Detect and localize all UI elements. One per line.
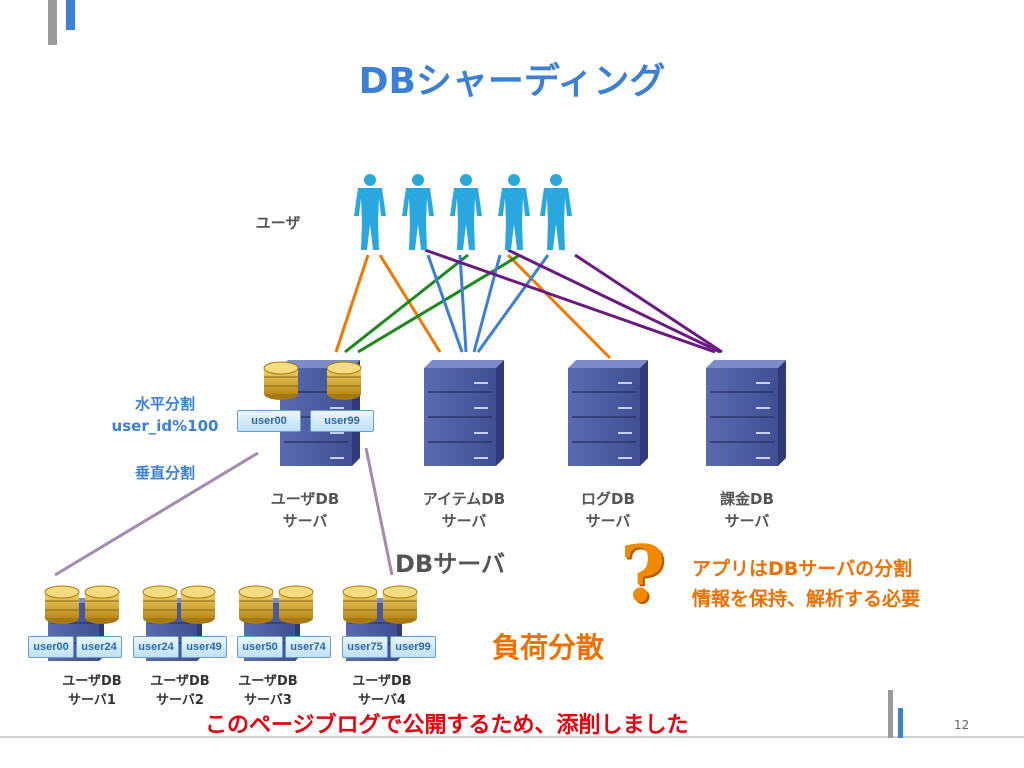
- users-label: ユーザ: [255, 214, 301, 232]
- database-disk-icon: [142, 585, 178, 625]
- range-chip-end: user99: [310, 410, 374, 432]
- shard-label-line2: サーバ1: [68, 693, 116, 708]
- shard-label-4: ユーザDB サーバ4: [338, 672, 426, 710]
- connection-lines: [54, 248, 723, 577]
- server-label-line2: サーバ: [282, 512, 328, 530]
- shard-label-line1: ユーザDB: [150, 674, 210, 689]
- shard-label-line1: ユーザDB: [238, 674, 298, 689]
- footer-accent-bar-gray: [888, 690, 893, 738]
- server-label-user-db: ユーザDB サーバ: [250, 488, 360, 532]
- shard-range-chip: user50: [237, 636, 283, 658]
- shard-key-label: user_id%100: [111, 417, 219, 435]
- footer-note: このページブログで公開するため、添削しました: [205, 713, 689, 738]
- app-note-line1: アプリはDBサーバの分割: [692, 558, 913, 580]
- app-note: アプリはDBサーバの分割 情報を保持、解析する必要: [692, 554, 920, 614]
- slide-accent-bar-blue: [66, 0, 75, 30]
- shard-range-chip: user24: [133, 636, 179, 658]
- log-db-server-icon: [567, 359, 649, 467]
- shard-label-2: ユーザDB サーバ2: [136, 672, 224, 710]
- server-label-item-db: アイテムDB サーバ: [404, 488, 524, 532]
- server-label-line1: ユーザDB: [270, 490, 340, 508]
- shard-range-chip: user49: [181, 636, 227, 658]
- user-person-icon: [354, 174, 386, 250]
- shard-label-line1: ユーザDB: [352, 674, 412, 689]
- database-disk-icon: [238, 585, 274, 625]
- shard-label-1: ユーザDB サーバ1: [48, 672, 136, 710]
- server-label-billing-db: 課金DB サーバ: [692, 488, 802, 532]
- shard-range-chip: user75: [342, 636, 388, 658]
- server-label-line1: 課金DB: [720, 490, 774, 508]
- shard-label-line1: ユーザDB: [62, 674, 122, 689]
- server-label-line1: ログDB: [581, 490, 635, 508]
- vertical-partition-label: 垂直分割: [134, 464, 195, 482]
- item-db-server-icon: [423, 359, 505, 467]
- shard-label-line2: サーバ2: [156, 693, 204, 708]
- page-number: 12: [954, 718, 970, 732]
- database-disk-icon: [342, 585, 378, 625]
- shard-label-line2: サーバ3: [244, 693, 292, 708]
- horizontal-partition-label: 水平分割: [134, 395, 195, 413]
- user-person-icon: [498, 174, 530, 250]
- server-label-log-db: ログDB サーバ: [553, 488, 663, 532]
- slide-accent-bar-gray: [48, 0, 57, 45]
- question-mark-icon: ?: [620, 529, 666, 620]
- shard-label-line2: サーバ4: [358, 693, 406, 708]
- user-person-icon: [450, 174, 482, 250]
- database-disk-icon: [44, 585, 80, 625]
- server-label-line1: アイテムDB: [422, 490, 506, 508]
- shard-range-chip: user00: [28, 636, 74, 658]
- shard-range-chip: user99: [390, 636, 436, 658]
- server-label-line2: サーバ: [724, 512, 770, 530]
- server-label-line2: サーバ: [585, 512, 631, 530]
- database-disk-icon: [84, 585, 120, 625]
- shard-label-3: ユーザDB サーバ3: [224, 672, 312, 710]
- billing-db-server-icon: [705, 359, 787, 467]
- app-note-line2: 情報を保持、解析する必要: [692, 588, 921, 610]
- db-server-caption: DBサーバ: [395, 550, 505, 578]
- shard-range-chip: user74: [285, 636, 331, 658]
- footer-accent-bar-blue: [898, 708, 903, 738]
- database-disk-icon: [382, 585, 418, 625]
- database-disk-icon: [180, 585, 216, 625]
- server-label-line2: サーバ: [441, 512, 487, 530]
- slide-title: DBシャーディング: [358, 61, 666, 102]
- database-disk-icon: [278, 585, 314, 625]
- user-person-icon: [540, 174, 572, 250]
- range-chip-start: user00: [237, 410, 301, 432]
- database-disk-icon: [263, 361, 299, 401]
- database-disk-icon: [326, 361, 362, 401]
- load-balance-label: 負荷分散: [492, 631, 605, 664]
- user-person-icon: [402, 174, 434, 250]
- user-figures: [354, 174, 572, 250]
- shard-range-chip: user24: [76, 636, 122, 658]
